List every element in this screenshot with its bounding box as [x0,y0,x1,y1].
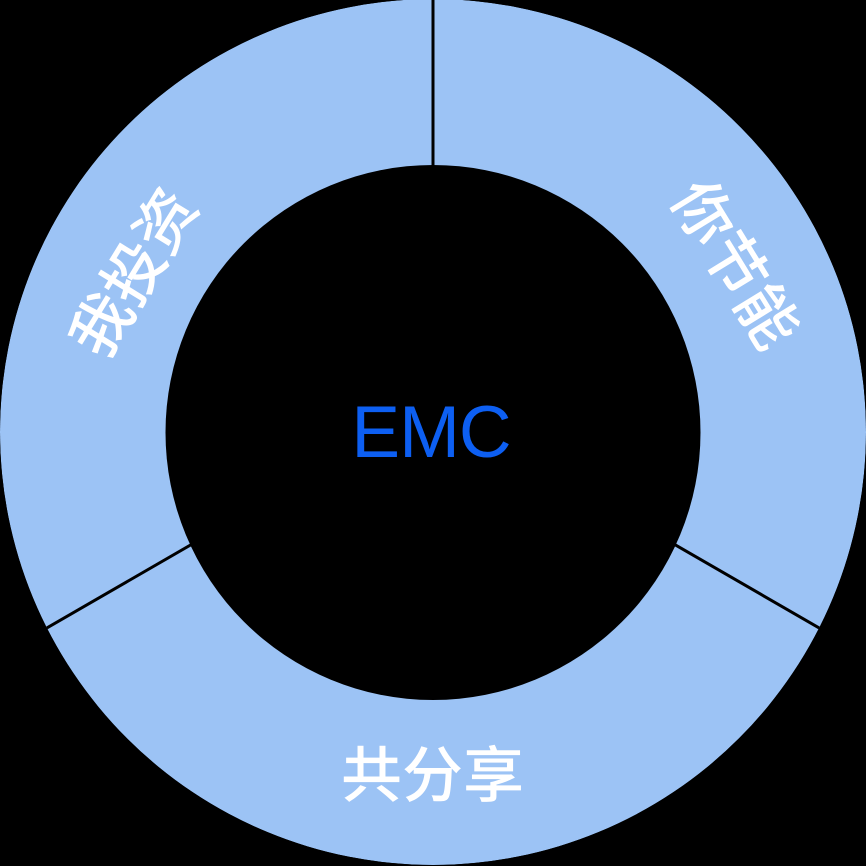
svg-text:EMC: EMC [351,392,510,473]
